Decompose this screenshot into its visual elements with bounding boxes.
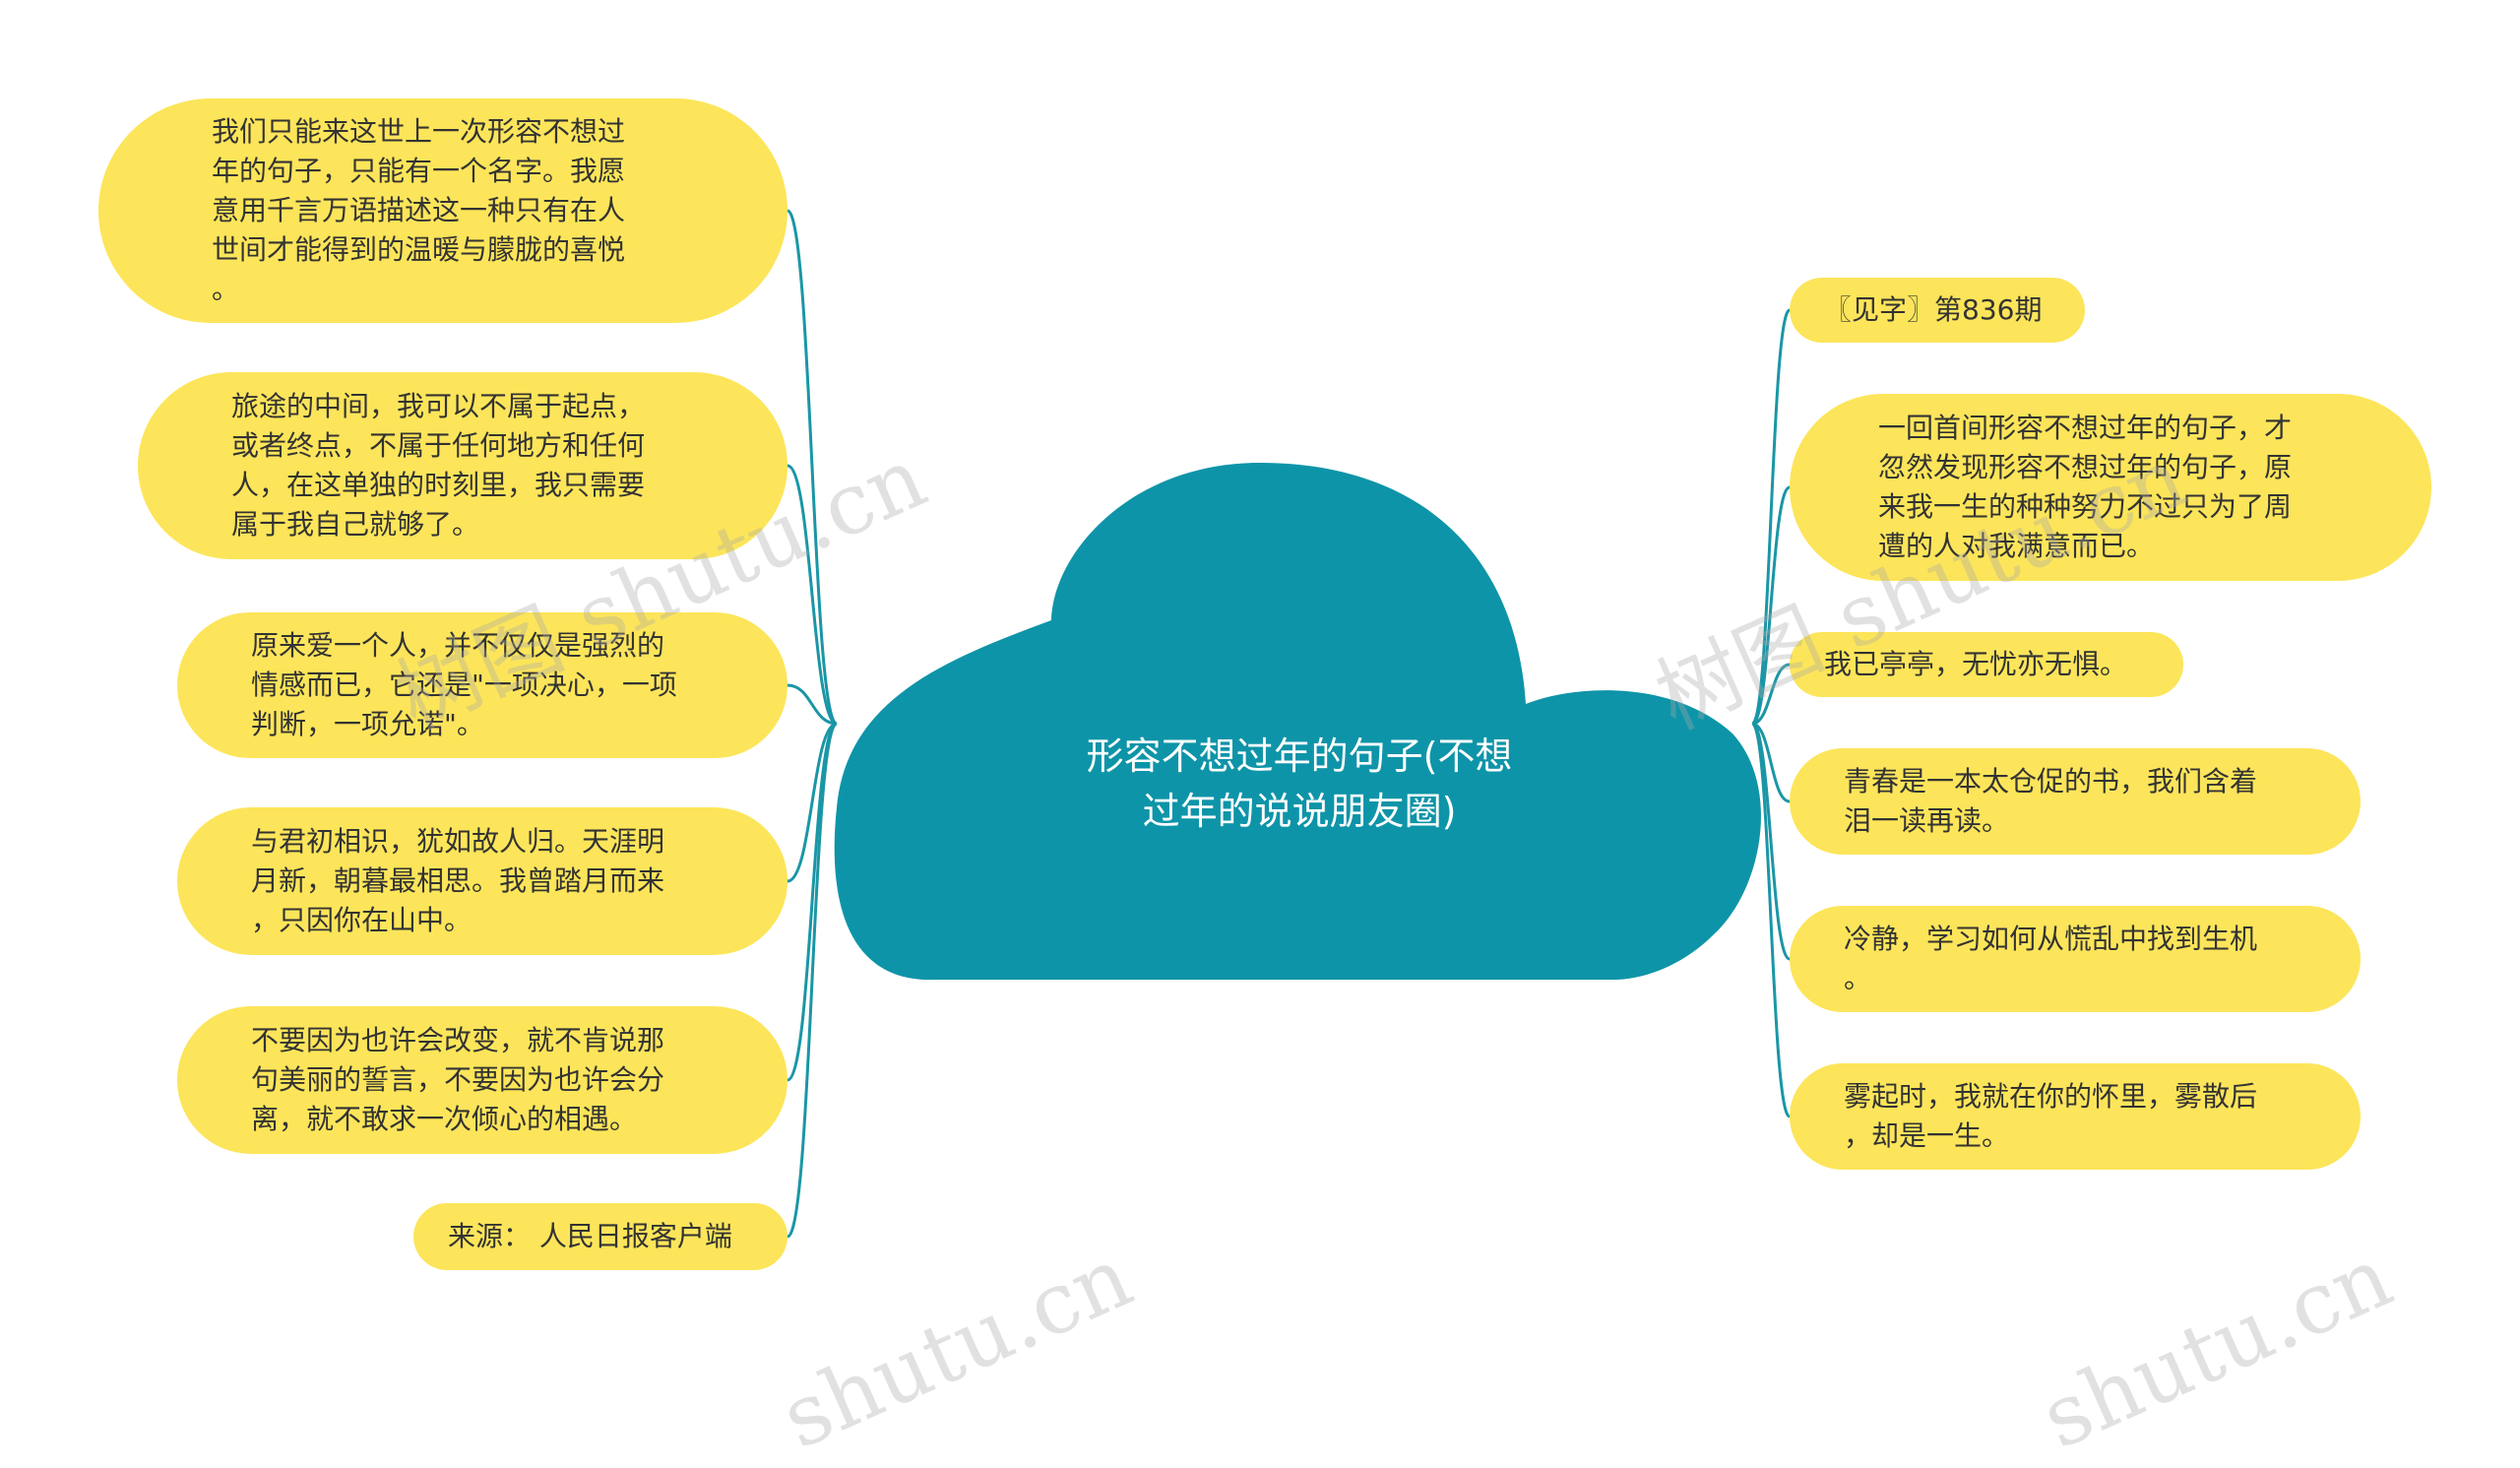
left-node-4-text: 与君初相识，犹如故人归。天涯明 月新，朝暮最相思。我曾踏月而来 ，只因你在山中。 <box>251 825 665 936</box>
central-cloud-shape[interactable] <box>834 463 1761 981</box>
branch-line-left-1 <box>786 209 839 726</box>
right-node-4-text: 青春是一本太仓促的书，我们含着 泪一读再读。 <box>1844 765 2258 837</box>
branch-line-right-6 <box>1750 722 1792 1118</box>
left-node-2[interactable]: 旅途的中间，我可以不属于起点， 或者终点，不属于任何地方和任何 人，在这单独的时… <box>138 372 788 559</box>
branch-lines <box>786 209 1792 1239</box>
mindmap-canvas <box>786 209 1792 1239</box>
left-node-5-text: 不要因为也许会改变，就不肯说那 句美丽的誓言，不要因为也许会分 离，就不敢求一次… <box>251 1024 665 1135</box>
left-node-source-text: 来源： 人民日报客户端 <box>448 1220 732 1252</box>
right-node-6[interactable]: 雾起时，我就在你的怀里，雾散后 ，却是一生。 <box>1790 1063 2361 1170</box>
left-node-1[interactable]: 我们只能来这世上一次形容不想过 年的句子，只能有一个名字。我愿 意用千言万语描述… <box>98 98 788 323</box>
branch-line-right-3 <box>1751 663 1791 726</box>
right-node-5[interactable]: 冷静，学习如何从慌乱中找到生机 。 <box>1790 906 2361 1012</box>
right-node-6-text: 雾起时，我就在你的怀里，雾散后 ，却是一生。 <box>1844 1080 2258 1152</box>
branch-line-left-4 <box>787 722 838 883</box>
right-node-5-text: 冷静，学习如何从慌乱中找到生机 。 <box>1844 923 2258 994</box>
branch-line-left-3 <box>787 683 838 726</box>
left-node-1-text: 我们只能来这世上一次形容不想过 年的句子，只能有一个名字。我愿 意用千言万语描述… <box>212 115 626 305</box>
left-node-5[interactable]: 不要因为也许会改变，就不肯说那 句美丽的誓言，不要因为也许会分 离，就不敢求一次… <box>177 1006 788 1154</box>
right-node-1[interactable]: 〖见字〗第836期 <box>1790 278 2085 343</box>
right-node-1-text: 〖见字〗第836期 <box>1824 293 2043 326</box>
branch-line-right-4 <box>1751 722 1791 803</box>
branch-line-left-5 <box>787 722 838 1082</box>
left-node-source[interactable]: 来源： 人民日报客户端 <box>413 1203 788 1270</box>
left-node-3-text: 原来爱一个人，并不仅仅是强烈的 情感而已，它还是"一项决心，一项 判断，一项允诺… <box>251 629 677 740</box>
left-node-2-text: 旅途的中间，我可以不属于起点， 或者终点，不属于任何地方和任何 人，在这单独的时… <box>231 390 646 541</box>
branch-line-left-6 <box>786 722 839 1239</box>
right-node-3[interactable]: 我已亭亭，无忧亦无惧。 <box>1790 632 2183 697</box>
right-node-3-text: 我已亭亭，无忧亦无惧。 <box>1824 648 2128 680</box>
right-node-4[interactable]: 青春是一本太仓促的书，我们含着 泪一读再读。 <box>1790 748 2361 855</box>
right-node-2[interactable]: 一回首间形容不想过年的句子，才 忽然发现形容不想过年的句子，原 来我一生的种种努… <box>1790 394 2431 581</box>
left-node-4[interactable]: 与君初相识，犹如故人归。天涯明 月新，朝暮最相思。我曾踏月而来 ，只因你在山中。 <box>177 807 788 955</box>
right-node-2-text: 一回首间形容不想过年的句子，才 忽然发现形容不想过年的句子，原 来我一生的种种努… <box>1878 412 2293 562</box>
central-topic-title[interactable]: 形容不想过年的句子(不想 过年的说说朋友圈) <box>1086 734 1513 833</box>
branch-line-right-1 <box>1750 308 1792 726</box>
left-node-3[interactable]: 原来爱一个人，并不仅仅是强烈的 情感而已，它还是"一项决心，一项 判断，一项允诺… <box>177 612 788 758</box>
branch-line-right-2 <box>1750 485 1792 726</box>
branch-line-left-2 <box>787 464 838 726</box>
